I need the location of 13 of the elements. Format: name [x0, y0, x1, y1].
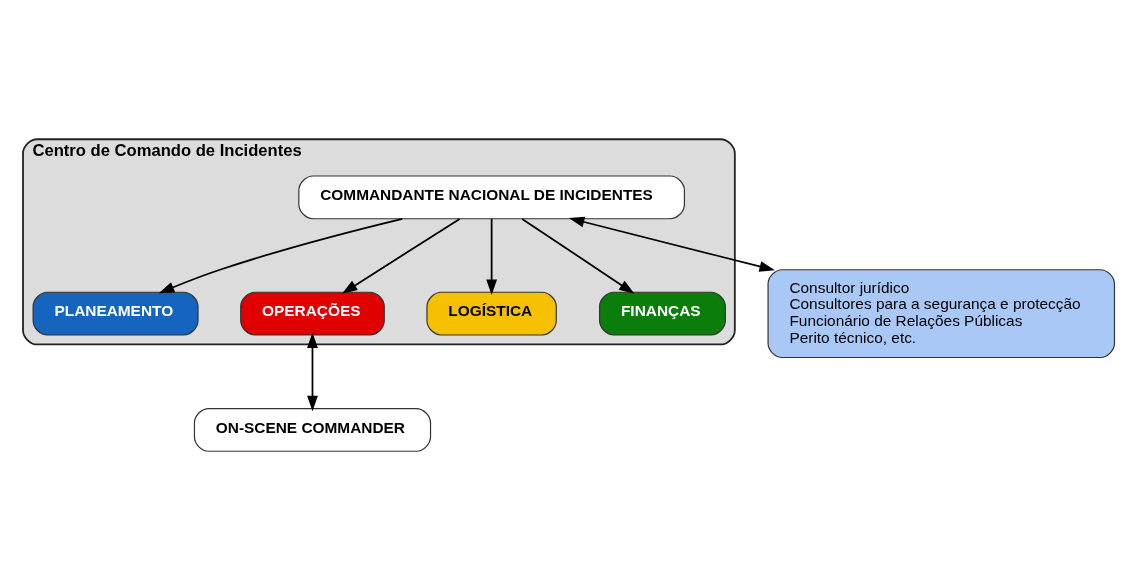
- arrow: [341, 218, 461, 294]
- node-box: Consultor jurídico Consultores para a segurança e protecção Funcionário de Relações Públicas Perito técnico, etc.: [767, 269, 1116, 359]
- node-box: LOGÍSTICA: [426, 291, 557, 336]
- node-box: FINANÇAS: [599, 291, 726, 336]
- node-box: OPERAÇÕES: [240, 291, 385, 336]
- arrow: [158, 217, 404, 294]
- node-box: ON-SCENE COMMANDER: [193, 407, 432, 452]
- node-box: COMMANDANTE NACIONAL DE INCIDENTES: [298, 175, 685, 220]
- arrow: [307, 332, 318, 412]
- arrow: [486, 218, 498, 295]
- arrow: [568, 216, 775, 272]
- arrow: [521, 218, 635, 294]
- node-box: PLANEAMENTO: [32, 291, 199, 336]
